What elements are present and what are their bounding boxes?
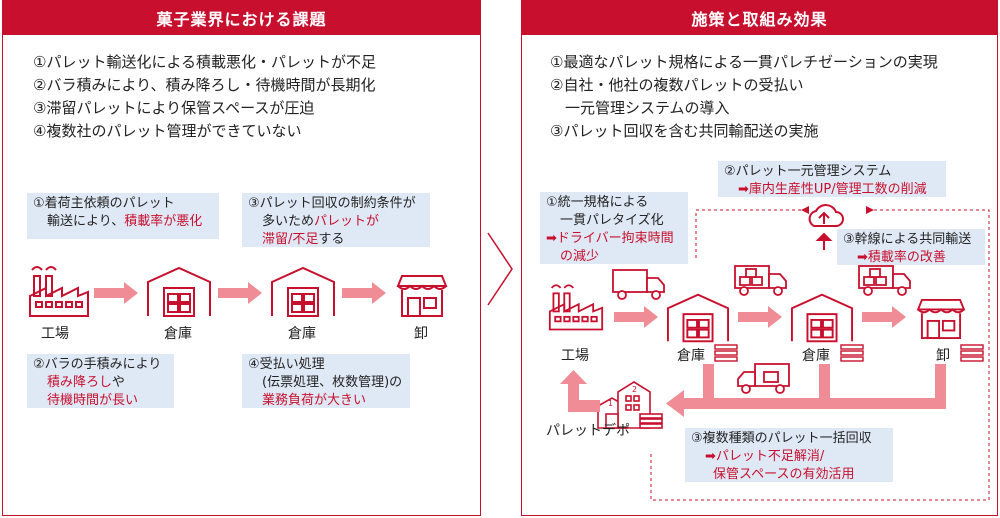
factory-label: 工場 xyxy=(561,348,589,364)
factory-label: 工場 xyxy=(41,326,69,342)
wholesale-label: 卸 xyxy=(936,348,950,364)
warehouse-label: 倉庫 xyxy=(164,326,192,342)
warehouse-label: 倉庫 xyxy=(677,348,705,364)
truck-icon xyxy=(612,269,665,300)
issue-item: ④複数社のパレット管理ができていない xyxy=(33,122,302,140)
truck-icon xyxy=(737,363,790,394)
warehouse-icon xyxy=(666,293,730,343)
measure-item: 一元管理システムの導入 xyxy=(550,99,730,117)
note-loading-ratio: ①着荷主依頼のパレット 輸送により、積載率が悪化 xyxy=(27,193,219,239)
note-receipt-processing: ④受払い処理 (伝票処理、枚数管理)の 業務負荷が大きい xyxy=(242,354,410,408)
issue-item: ①パレット輸送化による積載悪化・パレットが不足 xyxy=(33,53,376,71)
issues-list: ①パレット輸送化による積載悪化・パレットが不足 ②バラ積みにより、積み降ろし・待… xyxy=(33,51,376,143)
pallet-depot-label: パレットデポ xyxy=(546,423,630,439)
cloud-upload-icon xyxy=(808,204,844,250)
note-manual-loading: ②バラの手積みにより 積み降ろしや 待機時間が長い xyxy=(27,354,174,408)
svg-text:2: 2 xyxy=(632,385,637,394)
issues-panel: 菓子業界における課題 ①パレット輸送化による積載悪化・パレットが不足 ②バラ積み… xyxy=(2,0,481,516)
note-bulk-collection: ③複数種類のパレット一括回収 ➡パレット不足解消/ 保管スペースの有効活用 xyxy=(685,428,893,482)
note-trunk-transport: ③幹線による共同輸送 ➡積載率の改善 xyxy=(837,229,985,265)
issue-item: ③滞留パレットにより保管スペースが圧迫 xyxy=(33,99,315,117)
pallet-depot-icon: 1 2 xyxy=(597,381,663,429)
warehouse-label: 倉庫 xyxy=(802,348,830,364)
measure-item: ①最適なパレット規格による一貫パレチゼーションの実現 xyxy=(550,53,938,71)
factory-icon xyxy=(548,284,604,331)
warehouse-label: 倉庫 xyxy=(288,326,316,342)
pallet-stack-icon xyxy=(714,344,738,362)
warehouse-icon xyxy=(790,293,854,343)
truck-icon xyxy=(734,265,787,296)
note-unified-standard: ①統一規格による 一貫パレタイズ化 ➡ドライバー拘束時間 の減少 xyxy=(540,192,688,264)
issue-item: ②バラ積みにより、積み降ろし・待機時間が長期化 xyxy=(33,76,376,94)
warehouse-icon xyxy=(147,266,211,317)
chevron-right-icon xyxy=(487,232,513,306)
flow-arrow xyxy=(218,282,262,304)
measures-panel-title: 施策と取組み効果 xyxy=(522,1,997,35)
note-pallet-system: ②パレット一元管理システム ➡庫内生産性UP/管理工数の削減 xyxy=(718,161,946,197)
dashed-connectors xyxy=(650,206,990,501)
note-pallet-collection: ③パレット回収の制約条件が 多いためパレットが 滞留/不足する xyxy=(242,193,430,247)
flow-arrow xyxy=(614,306,658,328)
truck-icon xyxy=(858,265,911,296)
pallet-stack-icon xyxy=(960,344,984,362)
measure-item: ③パレット回収を含む共同輸配送の実施 xyxy=(550,122,819,140)
svg-text:1: 1 xyxy=(608,399,613,408)
warehouse-icon xyxy=(271,266,335,317)
flow-arrow xyxy=(94,282,138,304)
store-icon xyxy=(396,275,448,317)
measures-list: ①最適なパレット規格による一貫パレチゼーションの実現 ②自社・他社の複数パレット… xyxy=(550,51,938,143)
wholesale-label: 卸 xyxy=(414,326,428,342)
flow-arrow xyxy=(342,282,386,304)
measure-item: ②自社・他社の複数パレットの受払い xyxy=(550,76,804,94)
flow-arrow xyxy=(738,306,782,328)
flow-arrow xyxy=(862,306,906,328)
collection-return-arrow xyxy=(560,364,946,417)
factory-icon xyxy=(29,266,89,317)
store-icon xyxy=(916,298,966,340)
issues-panel-title: 菓子業界における課題 xyxy=(3,1,480,35)
pallet-stack-icon xyxy=(840,344,864,362)
